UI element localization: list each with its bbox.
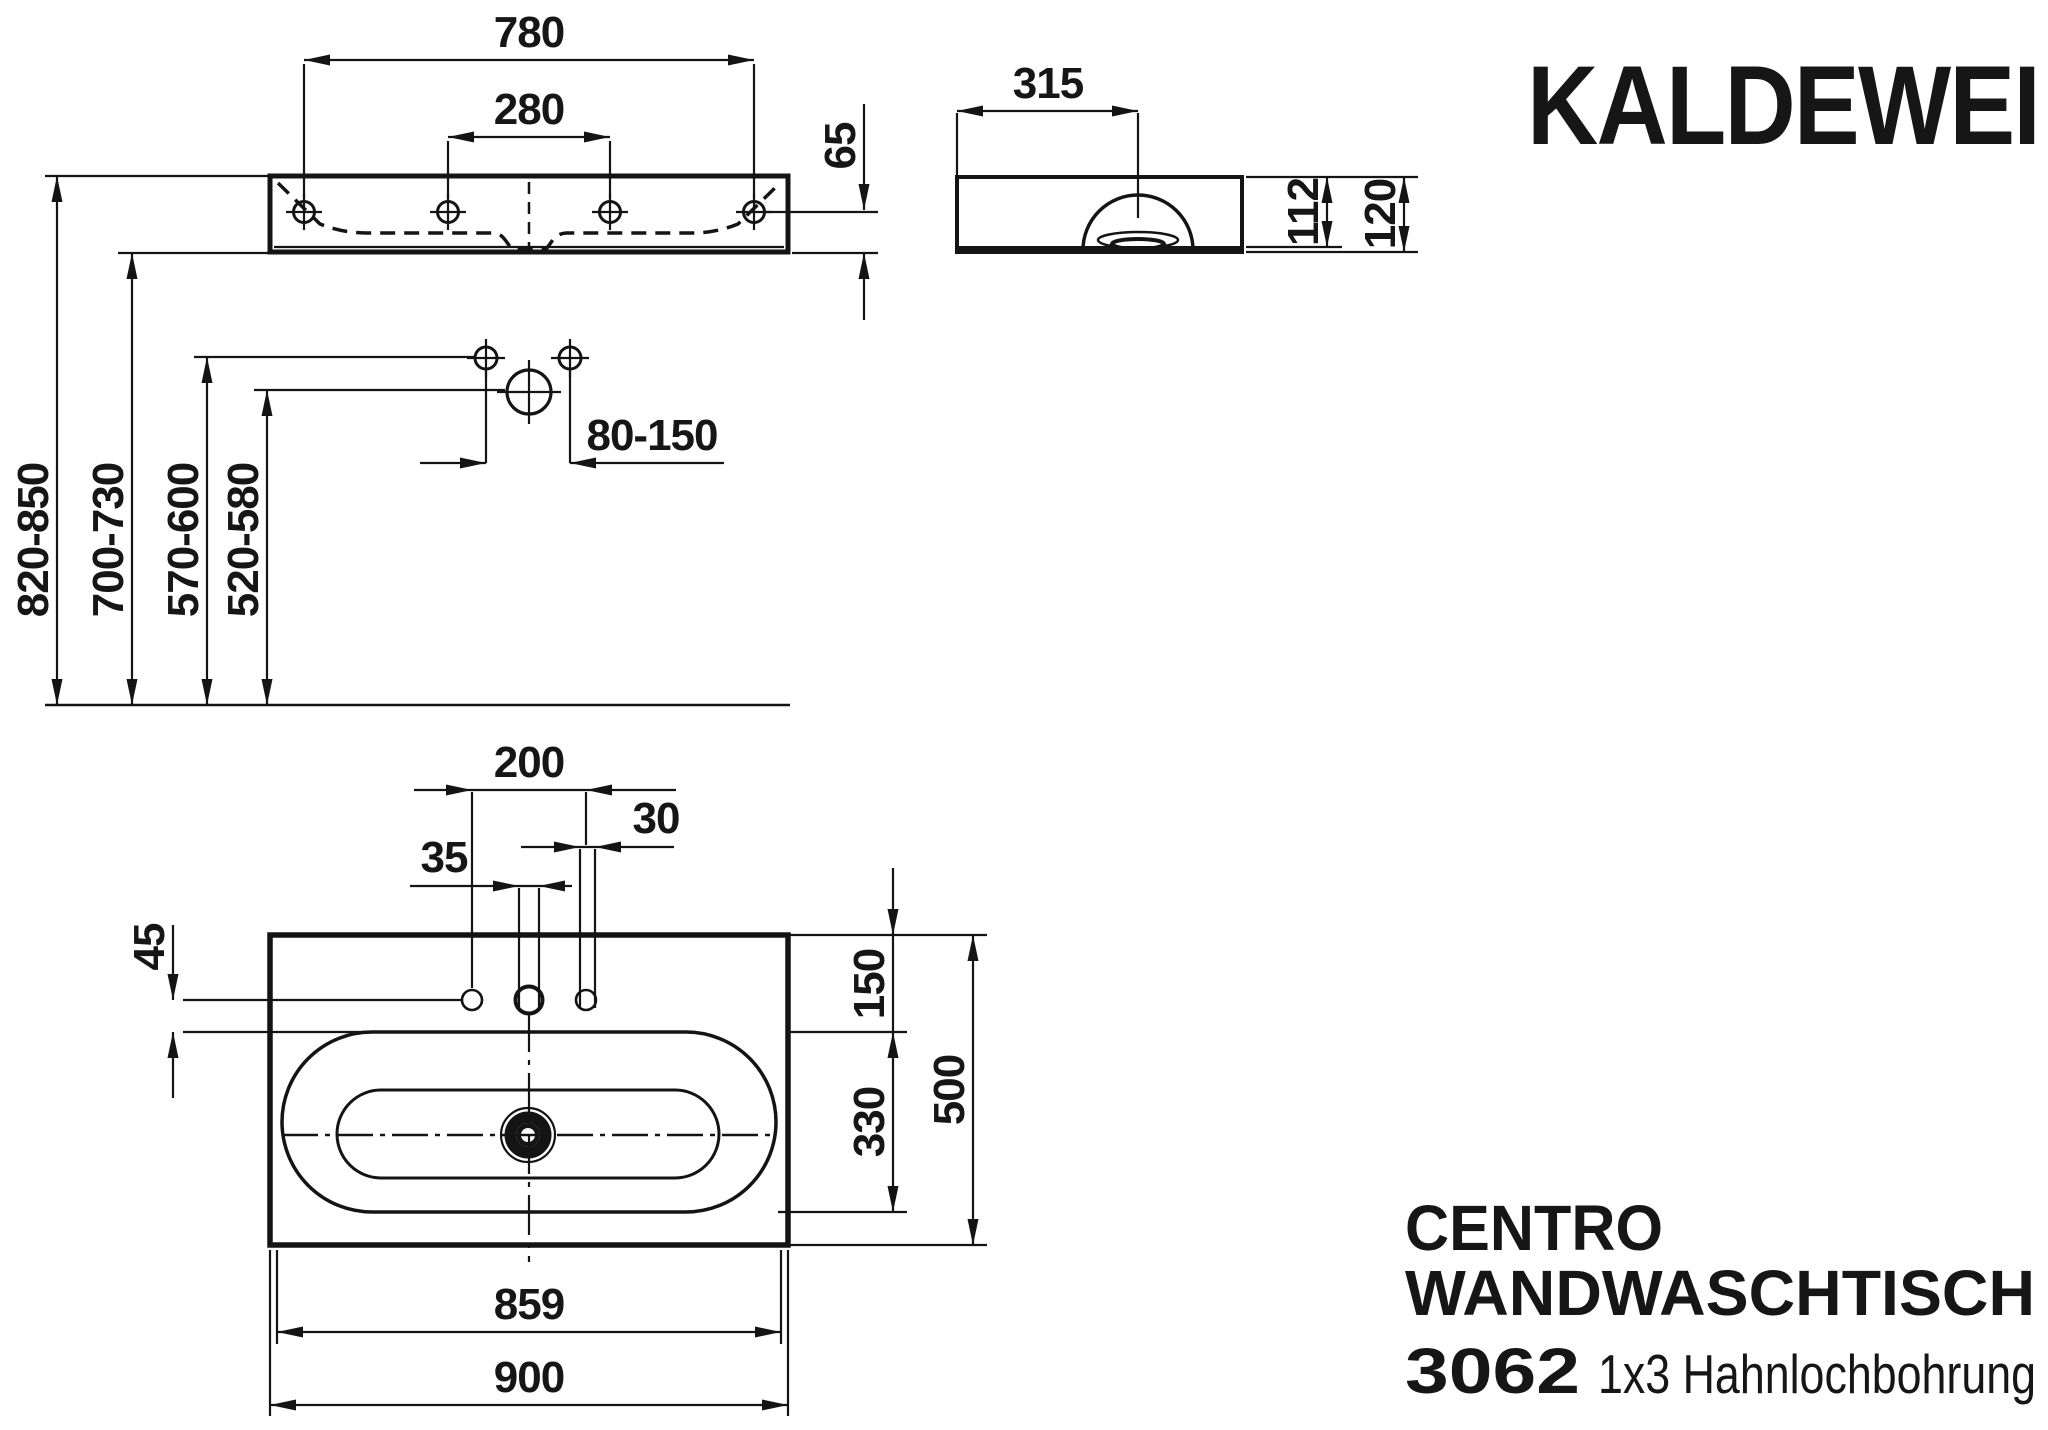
dim-plan-hole-spacing: 200 <box>414 738 676 988</box>
dim-side-height-inner: 112 <box>1246 177 1342 249</box>
wall-tap-hole-left-icon <box>467 339 505 377</box>
dim-plan-rim-and-bowl-depth: 150 330 <box>778 868 907 1214</box>
dim-plan-inner-width: 859 <box>275 1250 783 1344</box>
dim-plan-main-hole-dia: 35 <box>410 833 572 1010</box>
product-variant: 1x3 Hahnlochbohrung <box>1598 1343 2036 1405</box>
bowl-floor-outline <box>335 1088 721 1180</box>
dim-label-700-730: 700-730 <box>84 463 133 617</box>
dim-plan-total-width: 900 <box>268 1250 790 1416</box>
dim-side-front-to-drain: 315 <box>955 59 1140 218</box>
front-hole-left-icon <box>286 194 322 230</box>
title-block: CENTRO WANDWASCHTISCH 3062 1x3 Hahnlochb… <box>1405 1192 2036 1407</box>
dim-plan-hole-edge-offset: 45 <box>125 923 461 1098</box>
plan-tap-hole-center <box>513 984 545 1016</box>
dim-label-520-580: 520-580 <box>219 463 268 617</box>
wall-tap-spout-icon <box>497 360 561 424</box>
dim-label-200: 200 <box>494 738 564 787</box>
dim-label-80-150: 80-150 <box>586 411 717 460</box>
drain-plug-section-icon <box>1096 230 1180 253</box>
dim-label-30: 30 <box>633 794 680 843</box>
product-name-line1: CENTRO <box>1405 1192 1663 1264</box>
dim-label-780: 780 <box>494 8 564 57</box>
dim-tap-wall-distance: 80-150 <box>420 411 724 469</box>
side-view: 315 112 120 <box>955 59 1418 254</box>
bowl-rim-outline <box>280 1030 778 1214</box>
wall-tap-hole-right-icon <box>551 339 589 377</box>
product-model-number: 3062 <box>1405 1335 1580 1407</box>
drain-icon <box>499 1106 557 1164</box>
dim-label-820-850: 820-850 <box>9 463 58 617</box>
dim-plan-total-depth: 500 <box>790 933 987 1247</box>
dim-plan-side-hole-dia: 30 <box>521 794 680 1008</box>
dim-label-45: 45 <box>125 923 174 970</box>
dim-label-900: 900 <box>494 1353 564 1402</box>
front-view <box>267 173 791 255</box>
dim-label-35: 35 <box>421 833 468 882</box>
dim-front-hole-span: 780 <box>302 8 756 199</box>
front-hole-inner-right-icon <box>592 194 628 230</box>
brand-logo: KALDEWEI <box>1527 43 2039 168</box>
dim-label-330: 330 <box>845 1087 894 1157</box>
dim-label-150: 150 <box>845 949 894 1019</box>
dim-label-280: 280 <box>494 85 564 134</box>
dim-label-120: 120 <box>1356 179 1405 249</box>
dim-label-570-600: 570-600 <box>159 463 208 617</box>
dim-mount-heights: 820-850 700-730 570-600 520-580 <box>9 174 790 707</box>
dim-label-859: 859 <box>494 1280 564 1329</box>
dim-side-height-total: 120 <box>1246 175 1418 254</box>
dim-label-112: 112 <box>1279 178 1328 246</box>
dim-front-hole-to-bottom: 65 <box>766 104 878 320</box>
dim-label-65: 65 <box>816 122 865 169</box>
product-name-line2: WANDWASCHTISCH <box>1405 1257 2035 1329</box>
front-hole-inner-left-icon <box>430 194 466 230</box>
wall-tap-diagram: 80-150 <box>420 339 724 469</box>
dim-label-500: 500 <box>925 1055 974 1125</box>
plan-view: 200 30 35 45 <box>125 738 987 1416</box>
plan-tap-hole-left <box>460 988 484 1012</box>
basin-front-outline <box>267 173 791 255</box>
dim-front-inner-hole-span: 280 <box>446 85 612 199</box>
dim-label-315: 315 <box>1013 59 1084 108</box>
